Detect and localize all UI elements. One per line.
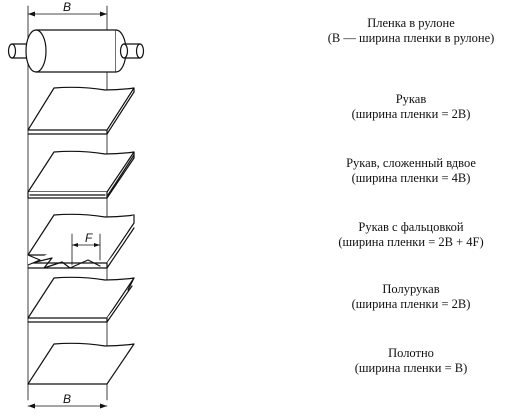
caption-roll-formula: (B — ширина пленки в рулоне) [327,31,495,45]
caption-roll-title: Пленка в рулоне [367,16,455,30]
caption-tube: Рукав (ширина пленки = 2B) [300,92,522,122]
fold-dim-label: F [85,231,93,245]
caption-half-tube-formula: (ширина пленки = 2B) [351,297,471,311]
caption-gusseted: Рукав с фальцовкой (ширина пленки = 2B +… [300,220,522,250]
caption-flat-sheet-title: Полотно [388,346,434,360]
film-roll [7,29,145,73]
double-folded-tube-shape [27,150,135,199]
bottom-dimension: B [27,392,108,409]
gusseted-tube-shape: F [27,213,135,269]
caption-double-folded-formula: (ширина пленки = 4B) [351,171,471,185]
caption-gusseted-title: Рукав с фальцовкой [358,220,464,234]
top-dim-label: B [63,0,71,14]
caption-double-folded: Рукав, сложенный вдвое (ширина пленки = … [300,156,522,186]
half-tube-shape [27,276,135,323]
tube-shape [27,86,135,135]
caption-half-tube-title: Полурукав [382,282,440,296]
caption-double-folded-title: Рукав, сложенный вдвое [346,156,476,170]
caption-half-tube: Полурукав (ширина пленки = 2B) [300,282,522,312]
flat-sheet-shape [27,342,135,385]
caption-flat-sheet: Полотно (ширина пленки = B) [300,346,522,376]
bottom-dim-label: B [63,392,71,406]
caption-gusseted-formula: (ширина пленки = 2B + 4F) [338,235,484,249]
caption-roll: Пленка в рулоне (B — ширина пленки в рул… [300,16,522,46]
caption-tube-formula: (ширина пленки = 2B) [351,107,471,121]
caption-tube-title: Рукав [395,92,427,106]
caption-flat-sheet-formula: (ширина пленки = B) [354,361,468,375]
